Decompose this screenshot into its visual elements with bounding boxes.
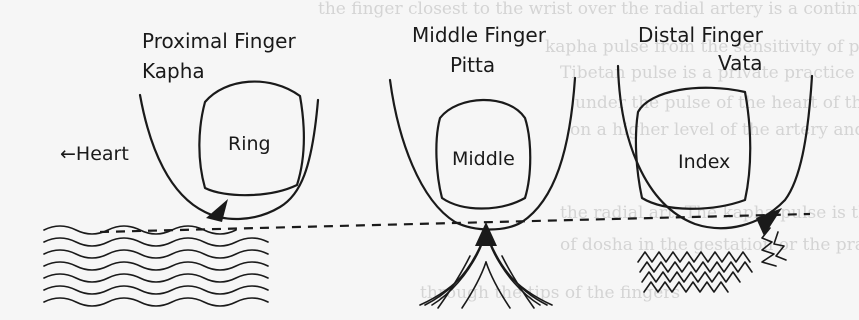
kapha-wave-pattern — [44, 226, 268, 306]
proximal-finger: Proximal Finger Kapha Ring ←Heart — [44, 29, 318, 306]
finger-outline — [140, 95, 318, 219]
background-line: under the pulse of the heart of the arte… — [575, 93, 859, 113]
heart-direction-label: ←Heart — [60, 143, 129, 165]
finger-title: Distal Finger — [638, 23, 764, 47]
finger-label: Middle — [452, 148, 515, 170]
background-line: of dosha in the gestation or the practic… — [560, 235, 859, 255]
dosha-label: Kapha — [142, 59, 205, 83]
finger-label: Ring — [228, 133, 271, 155]
finger-label: Index — [678, 151, 730, 173]
finger-title: Proximal Finger — [142, 29, 296, 53]
dosha-label: Pitta — [450, 53, 495, 77]
middle-finger: Middle Finger Pitta Middle — [390, 23, 575, 308]
background-line: the finger closest to the wrist over the… — [318, 0, 859, 19]
dosha-label: Vata — [718, 51, 762, 75]
finger-title: Middle Finger — [412, 23, 547, 47]
background-line: through the tips of the fingers — [420, 283, 680, 303]
background-line: Tibetan pulse is a private practice for … — [560, 63, 859, 83]
background-line: on a higher level of the artery and the … — [570, 120, 859, 140]
